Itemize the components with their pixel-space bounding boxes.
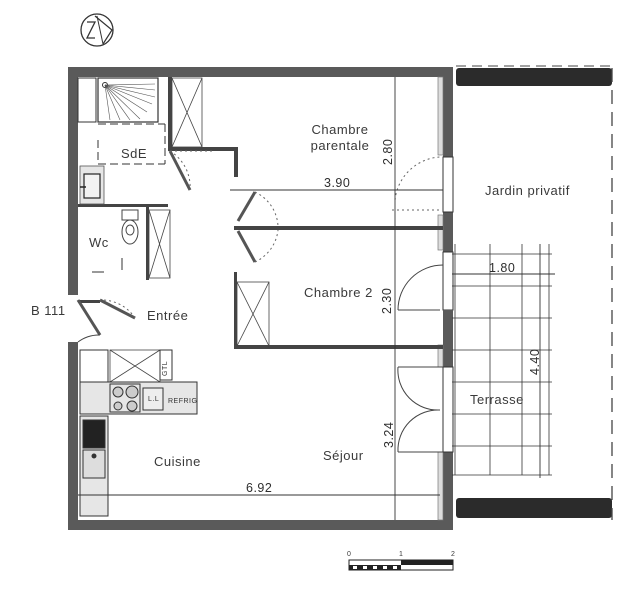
wall-segment — [443, 310, 453, 345]
dimension-lines — [78, 77, 555, 520]
room-label-jardin: Jardin privatif — [485, 183, 570, 198]
sde-zone — [97, 123, 166, 165]
appliance-dishwasher: L.L — [148, 396, 160, 403]
appliance-gtl: GTL — [162, 360, 169, 376]
exterior-walls — [68, 67, 453, 530]
room-label-line: Chambre — [311, 122, 369, 137]
hedge — [456, 68, 612, 518]
scale-tick-2: 2 — [451, 551, 456, 558]
scale-bar — [348, 559, 454, 571]
terrace-grid — [452, 244, 552, 476]
kitchen-units — [79, 349, 198, 517]
facade-openings — [442, 156, 454, 453]
dimension-2-80: 2.80 — [381, 138, 395, 165]
room-label-entree: Entrée — [147, 308, 189, 323]
appliance-fridge: REFRIG — [168, 398, 198, 405]
room-label-sejour: Séjour — [323, 448, 364, 463]
dimension-3-24: 3.24 — [382, 421, 396, 448]
interior-walls — [78, 77, 443, 349]
washbasin — [79, 165, 105, 205]
dimension-6-92: 6.92 — [246, 481, 273, 495]
room-label-line: parentale — [310, 138, 370, 153]
room-label-chambre2: Chambre 2 — [304, 285, 373, 300]
north-arrow-icon — [80, 13, 114, 47]
dimension-4-40: 4.40 — [528, 348, 542, 375]
facade-windows — [437, 76, 444, 521]
shower — [77, 77, 159, 123]
doors — [76, 150, 444, 453]
room-label-chambre-parentale: Chambre parentale — [300, 123, 380, 152]
lot-label: B 111 — [31, 303, 66, 318]
room-label-terrasse: Terrasse — [470, 392, 524, 407]
scale-tick-0: 0 — [347, 551, 352, 558]
room-label-wc: Wc — [89, 235, 109, 250]
room-label-cuisine: Cuisine — [154, 454, 201, 469]
toilet — [121, 209, 139, 245]
dimension-3-90: 3.90 — [324, 176, 351, 190]
scale-tick-1: 1 — [399, 551, 404, 558]
room-label-sde: SdE — [121, 146, 148, 161]
dimension-2-30: 2.30 — [380, 287, 394, 314]
dimension-1-80: 1.80 — [489, 261, 516, 275]
